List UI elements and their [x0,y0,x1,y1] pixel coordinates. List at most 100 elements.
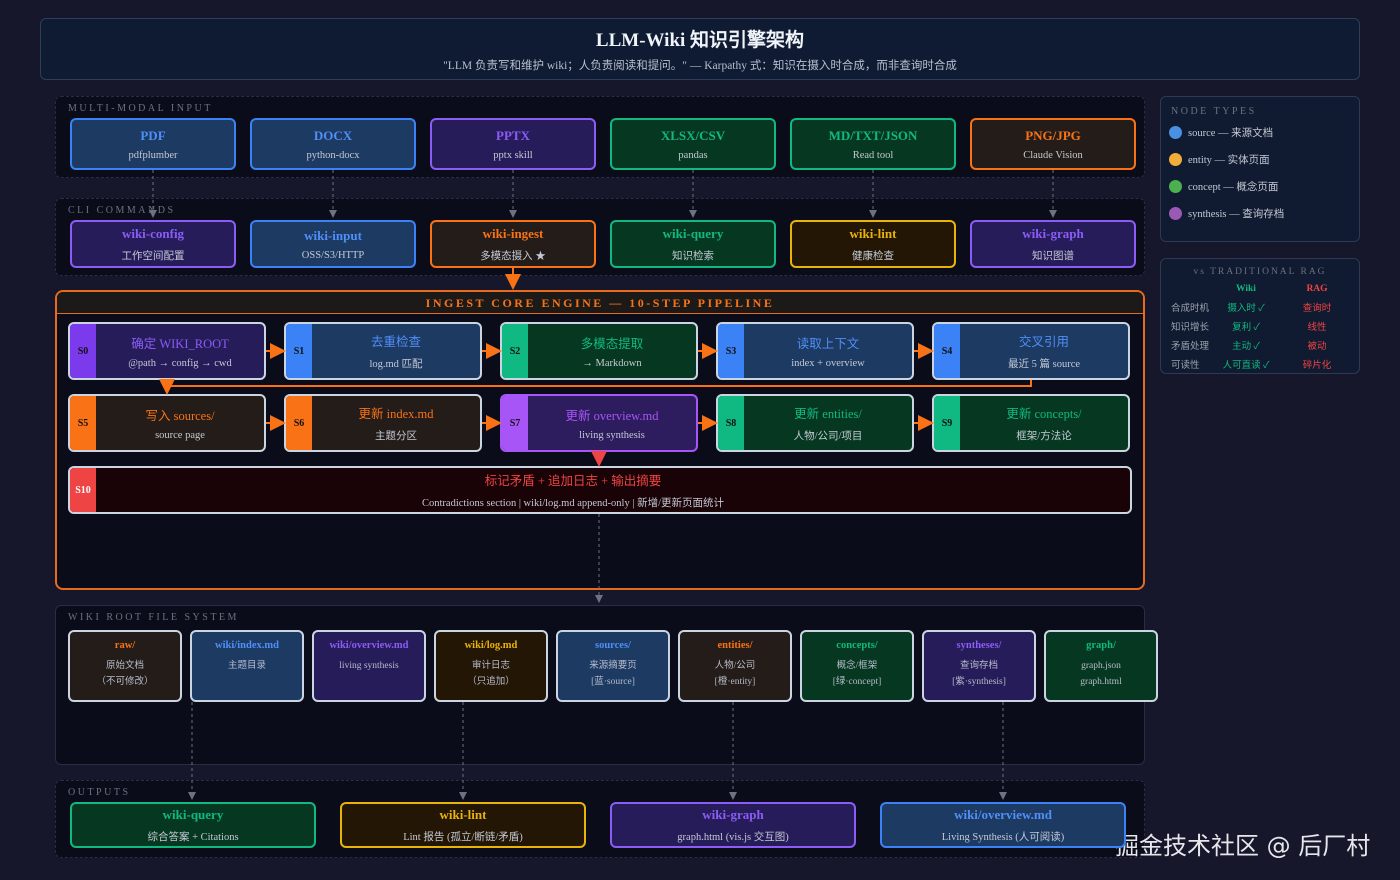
comparison-cell: 查询时 [1302,303,1332,314]
node-type-item: concept — 概念页面 [1169,179,1359,194]
card-title: wiki-config [121,225,185,241]
step-id: S1 [286,324,312,378]
card-subtitle: OSS/S3/HTTP [301,249,365,261]
file-card[interactable]: sources/来源摘要页[蓝·source] [556,630,670,702]
file-name: sources/ [595,640,631,651]
cli-command-card[interactable]: wiki-config 工作空间配置 [70,220,236,268]
file-card[interactable]: raw/原始文档（不可修改） [68,630,182,702]
section-label: MULTI-MODAL INPUT [68,103,213,114]
step-id: S2 [502,324,528,378]
file-desc: 人物/公司[橙·entity] [680,658,790,690]
file-desc-line: 概念/框架 [836,661,878,671]
step-title: 交叉引用 [1018,335,1069,349]
section-label: CLI COMMANDS [68,205,176,216]
file-name: wiki/index.md [215,640,279,651]
step-subtitle: @path → config → cwd [128,358,232,369]
file-desc-line: 查询存档 [959,661,998,671]
card-subtitle: 工作空间配置 [121,250,185,262]
step-subtitle: 人物/公司/项目 [793,431,863,442]
step-subtitle: log.md 匹配 [369,359,423,370]
node-type-item: synthesis — 查询存档 [1169,206,1359,221]
file-name: entities/ [717,640,753,651]
step-title: 确定 WIKI_ROOT [131,337,229,351]
file-desc-line: living synthesis [339,661,399,671]
step-title: 多模态提取 [580,337,644,351]
card-subtitle: 多模态摄入 ★ [480,250,546,262]
file-name: raw/ [114,640,136,651]
step-body: 读取上下文 index + overview [744,324,912,378]
page-title: LLM-Wiki 知识引擎架构 [595,30,805,51]
node-color-dot-icon [1169,207,1182,220]
input-card[interactable]: XLSX/CSV pandas [610,118,776,170]
watermark: 掘金技术社区 @ 后厂村 [1115,832,1371,860]
panel-title: NODE TYPES [1171,106,1257,117]
step-id: S5 [70,396,96,450]
step-body: 交叉引用最近 5 篇 source [960,324,1128,378]
card-title: PDF [140,127,166,143]
file-desc-line: （不可修改） [96,677,154,687]
file-name: concepts/ [836,640,878,651]
step-id: S7 [502,396,528,450]
node-color-dot-icon [1169,153,1182,166]
file-desc-line: （只追加） [467,677,515,687]
card-subtitle: pandas [678,149,708,161]
card-title: XLSX/CSV [660,127,726,143]
card-title: PNG/JPG [1025,127,1081,143]
pipeline-step[interactable]: S0 确定 WIKI_ROOT @path → config → cwd [68,322,266,380]
card-subtitle: Lint 报告 (孤立/断链/矛盾) [403,831,523,843]
card-subtitle: 知识检索 [672,250,714,262]
file-name: wiki/log.md [464,640,518,651]
comparison-cell: 被动 [1307,341,1327,352]
section-label: WIKI ROOT FILE SYSTEM [68,612,239,623]
step-id: S0 [70,324,96,378]
step-subtitle: living synthesis [579,430,645,441]
file-card[interactable]: entities/人物/公司[橙·entity] [678,630,792,702]
file-card[interactable]: wiki/index.md 主题目录 [190,630,304,702]
card-title: PPTX [496,127,530,143]
file-desc: living synthesis [314,658,424,674]
card-title: wiki/overview.md [954,806,1052,822]
file-desc: 主题目录 [192,658,302,674]
comparison-row: 矛盾处理主动 ✓被动 [1161,335,1359,354]
step-subtitle: 主题分区 [375,431,417,442]
comparison-cell: 主动 ✓ [1232,341,1260,352]
file-card[interactable]: syntheses/查询存档[紫·synthesis] [922,630,1036,702]
file-card[interactable]: concepts/概念/框架[绿·concept] [800,630,914,702]
header: LLM-Wiki 知识引擎架构 "LLM 负责写和维护 wiki；人负责阅读和提… [40,18,1360,80]
step-title: 读取上下文 [796,337,860,351]
step-subtitle: index + overview [791,358,865,369]
step-body: 写入 sources/source page [96,396,264,450]
node-type-label: source — 来源文档 [1188,128,1274,139]
comparison-cell: 人可直读 ✓ [1222,360,1270,371]
